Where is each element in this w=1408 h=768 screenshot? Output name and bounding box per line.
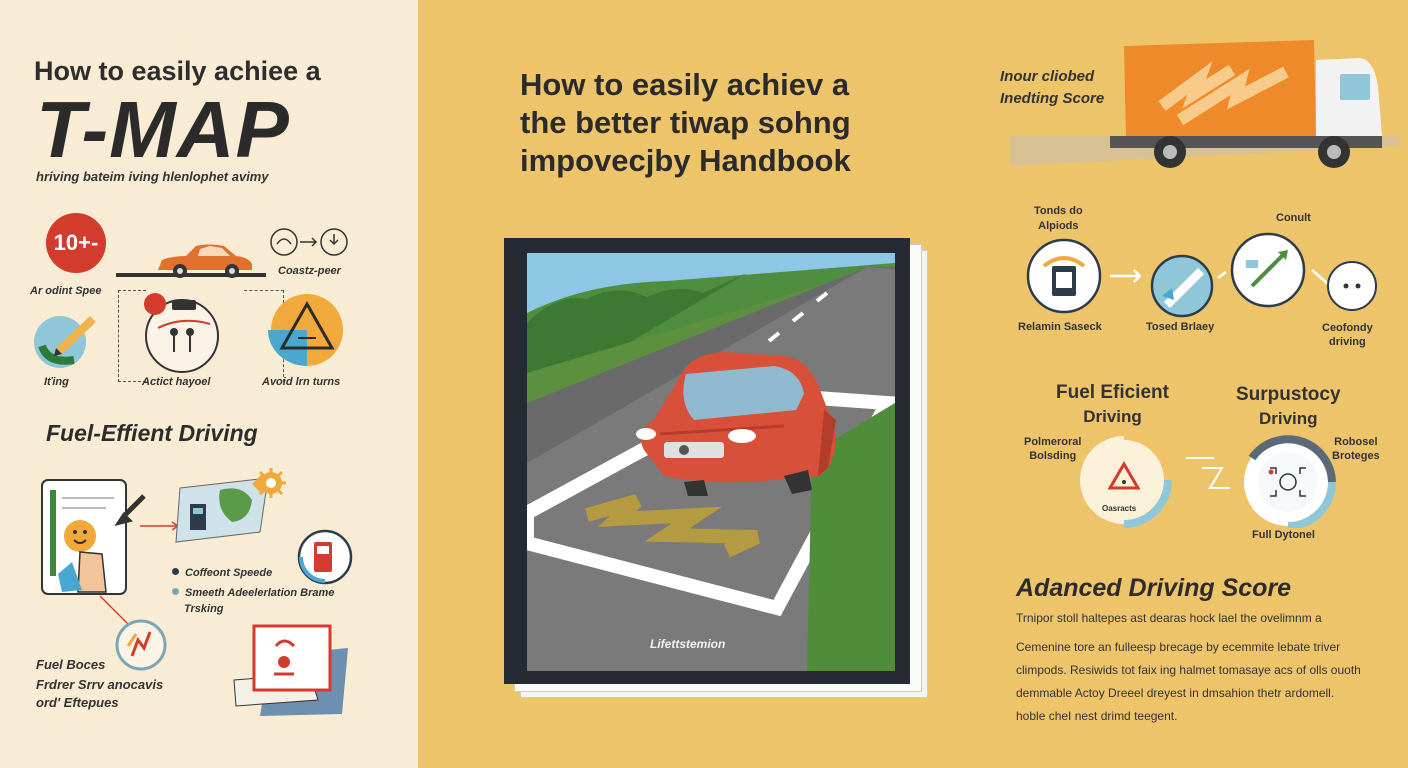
checklist-icon (41, 479, 146, 595)
tagline: hriving bateim iving hlenlophet avimy (36, 169, 269, 184)
truck-illustration (1010, 40, 1400, 168)
advanced-score-heading: Adanced Driving Score (1016, 574, 1292, 602)
surpustocy-heading: Surpustocy Driving (1236, 384, 1341, 428)
handbook-title-line-3: impovecjby Handbook (520, 143, 851, 178)
paragraph-line-3: demmable Actoy Dreeel dreyest in dmsahio… (1016, 686, 1335, 700)
avoid-label: Avoid lrn turns (262, 376, 341, 388)
full-drivel-label: Full Dytonel (1252, 529, 1315, 541)
fuel-gauge-text: Oasracts (1102, 504, 1137, 513)
turning-icon (34, 316, 96, 368)
document-stack-icon (233, 624, 348, 716)
potmerval-label: Polmeroral Bolsding (1024, 436, 1082, 462)
surpustocy-gauge (1244, 435, 1336, 528)
speed-badge: 10+- (46, 213, 106, 273)
fuel-gauge (1080, 432, 1172, 528)
paragraph-line-4: hoble cheI nest drimd teegent. (1016, 709, 1178, 723)
warning-icon (268, 294, 343, 366)
truck-label-line-1: Inour cliobed (1000, 68, 1095, 85)
fuel-bottom-text: Fuel Boces Frdrer Srrv anocavis ord' Eft… (36, 656, 163, 712)
action-dial-icon (144, 293, 219, 373)
speed-label: Ar odint Spee (30, 285, 102, 297)
truck-label: Inour cliobed Inedting Score (1000, 66, 1104, 110)
bullet-item-1: Coffeont Speede (172, 567, 272, 579)
left-title: How to easily achiee a (34, 56, 321, 86)
advanced-intro: Trnipor stoll haltepes ast dearas hock l… (1016, 611, 1322, 625)
confor-label: Ceofondy driving (1322, 322, 1373, 348)
gauge-arrow (1186, 457, 1230, 489)
advanced-paragraph: Cemenine tore an fulleesp brecage by ece… (1016, 636, 1361, 728)
dashed-frame-left (118, 290, 146, 382)
tested-label: Tosed Brlaey (1146, 321, 1215, 333)
bullet-dot (172, 568, 179, 575)
paragraph-line-1: Cemenine tore an fulleesp brecage by ece… (1016, 640, 1341, 654)
fuel-bottom-line-2: Frdrer Srrv anocavis (36, 677, 164, 692)
fuel-bottom-line-1: Fuel Boces (36, 657, 106, 672)
car-icon (158, 244, 252, 278)
spark-icon (115, 619, 167, 671)
bullet-item-2: Smeeth Adeelerlation Brame (172, 587, 334, 599)
connect-icon (270, 228, 348, 256)
handbook-title-line-2: the better tiwap sohng (520, 105, 851, 140)
handbook-title-line-1: How to easily achiev a (520, 67, 850, 102)
truck-label-line-2: Inedting Score (1000, 90, 1105, 107)
road-line (116, 273, 266, 277)
connect-label: Coastz-peer (278, 265, 341, 277)
action-label: Actict hayoel (142, 376, 211, 388)
fuel-bottom-line-3: ord' Eftepues (36, 695, 119, 710)
gear-icon (256, 468, 286, 498)
retain-label: Relamin Saseck (1018, 321, 1102, 333)
red-car (636, 352, 836, 496)
fuel-efficient-heading: Fuel Eficient Driving (1056, 382, 1169, 426)
bullet-dot (172, 588, 179, 595)
conult-label: Conult (1276, 212, 1311, 224)
tonus-label: Tonds do Alpiods (1034, 205, 1083, 232)
brand-title: T-MAP (36, 85, 290, 174)
book-caption: Lifettstemion (650, 637, 726, 651)
left-panel (0, 0, 418, 768)
fuel-heading: Fuel-Effient Driving (46, 420, 258, 446)
fuel-pump-icon (297, 529, 353, 585)
flow-chain (1026, 232, 1377, 318)
robosed-label: Robosel Broteges (1332, 436, 1380, 462)
turning-label: Iťing (44, 376, 69, 388)
tracking-label: Trsking (184, 603, 224, 615)
handbook-title: How to easily achiev a the better tiwap … (520, 66, 851, 180)
paragraph-line-2: climpods. Resiwids tot faix ing halmet t… (1016, 663, 1361, 677)
speed-badge-text: 10+- (53, 230, 99, 255)
